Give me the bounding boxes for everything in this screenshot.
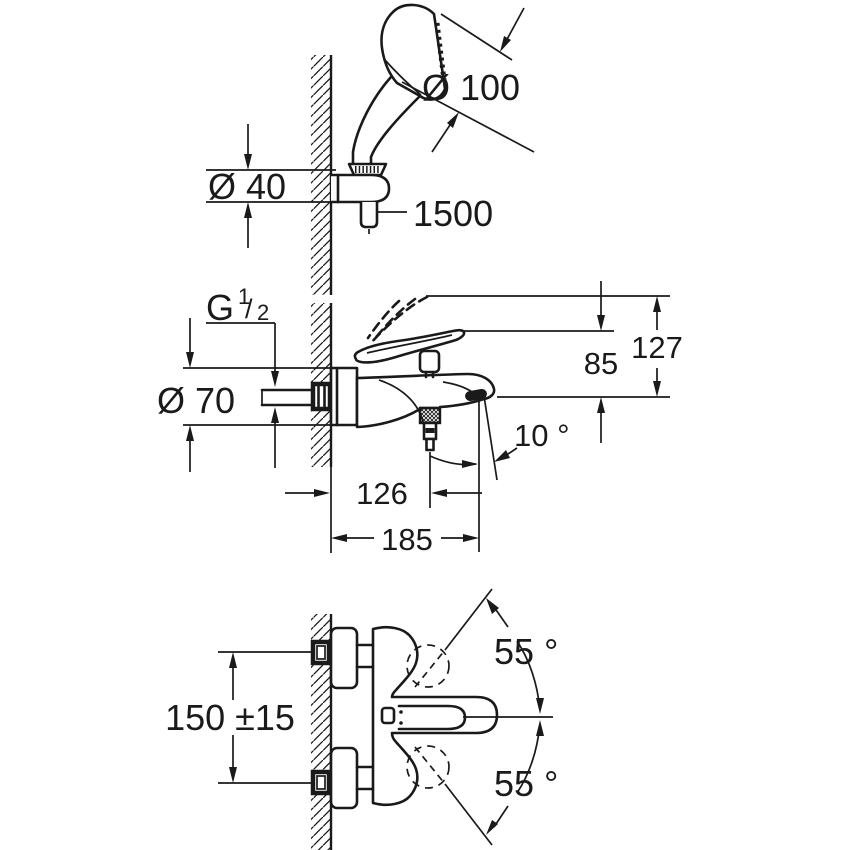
upper-escutcheon [329,626,359,690]
escutcheon [329,366,359,427]
connection-distance-label: 150 ±15 [165,697,295,738]
spout-aerator [465,388,487,402]
cartridge-detail [380,706,396,725]
union-nut [310,381,333,412]
head-diameter-label: Ø 100 [422,67,520,108]
lever-swing-ghost-upper [406,644,450,688]
thread-letter: G [206,287,234,328]
shower-handle [351,75,393,166]
height-overall-label: 127 [631,330,683,365]
lever-swing-upper-label: 55 ° [494,631,558,672]
hand-shower-view: Ø 40 Ø 100 1500 [206,3,535,295]
wall-hatch [311,55,331,295]
thread-numerator: 1 [238,284,250,309]
lever-swing-lower-label: 55 ° [494,763,558,804]
holder-diameter-label: Ø 40 [208,166,286,207]
mixer-body-front [371,625,499,807]
thread-slash: / [245,294,253,324]
wall-to-spout-label: 185 [381,522,433,557]
front-view: 55 ° 55 ° 150 ±15 [165,588,558,850]
lever-raised-ghost [368,295,429,346]
wall-bracket [331,173,391,204]
side-view: G 1 / 2 Ø 70 [157,281,683,557]
shower-outlet-knurl [418,406,442,425]
hose-outlet [359,202,379,229]
lever-swing-ghost-lower [406,745,450,789]
wall-to-outlet-label: 126 [356,476,408,511]
diverter-knob [418,349,441,374]
hose-length-label: 1500 [413,193,493,234]
thread-denominator: 2 [257,300,269,325]
height-to-handle-label: 85 [584,346,618,381]
spout-angle-label: 10 ° [514,418,570,453]
spray-face [434,22,447,81]
lever-handle [353,328,466,364]
escutcheon-diameter-label: Ø 70 [157,380,235,421]
lower-escutcheon [329,746,359,810]
mixer-body [355,372,496,429]
shower-head [380,3,447,101]
